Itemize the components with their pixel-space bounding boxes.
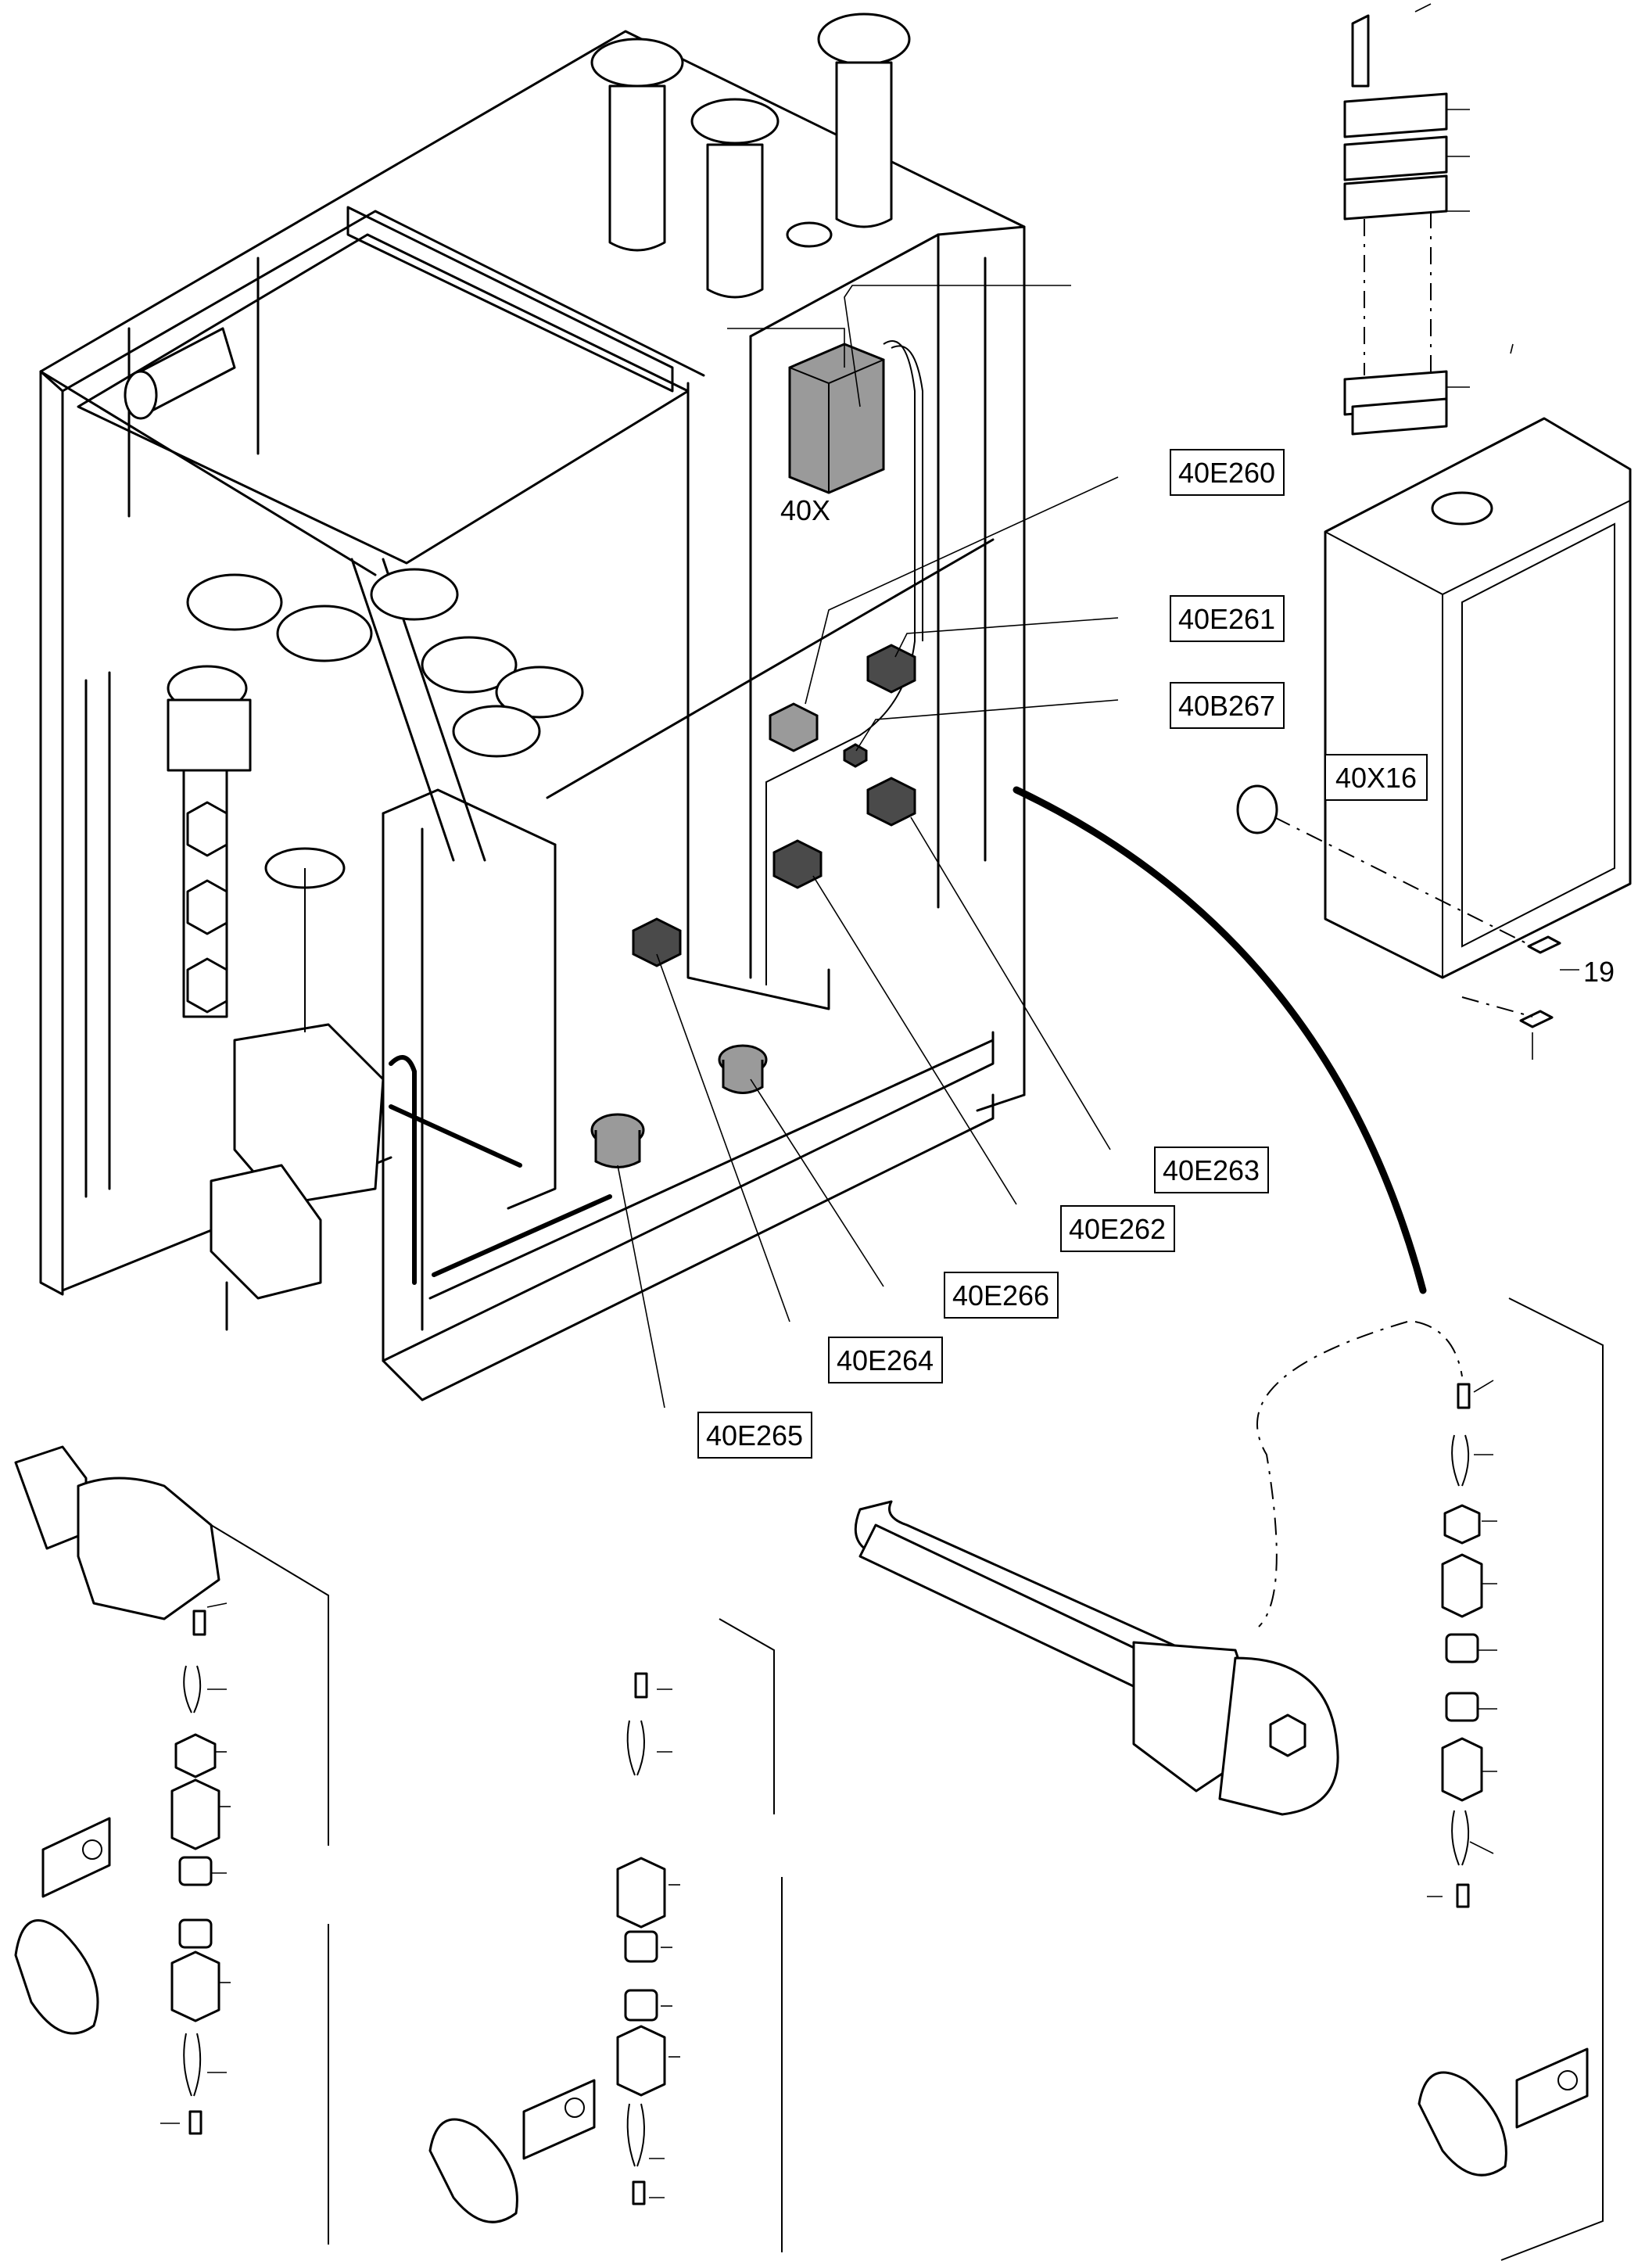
svg-text:40E260: 40E260: [1178, 457, 1275, 489]
svg-text:40E262: 40E262: [1069, 1213, 1166, 1245]
label-40E264: 40E264: [828, 1337, 943, 1383]
junction-box-40X16: [1236, 417, 1632, 1060]
plug-40E265: [590, 1113, 645, 1168]
top-pipe-3: [817, 13, 911, 228]
left-fitting-stack: [14, 1445, 329, 2245]
svg-text:40E264: 40E264: [837, 1344, 934, 1376]
svg-text:19: 19: [1583, 956, 1615, 988]
top-pipe-1: [590, 38, 684, 252]
diaphragm-valves: [186, 568, 584, 758]
terminal-strip: [1343, 3, 1470, 436]
svg-text:40X: 40X: [780, 494, 830, 526]
label-40B267: 40B267: [1170, 682, 1285, 729]
cable-dashed: [1256, 1321, 1408, 1627]
top-pipe-2: [690, 98, 780, 299]
label-40E266: 40E266: [944, 1272, 1059, 1319]
right-fitting-stack: [1418, 1297, 1604, 2261]
stray-mark: [1510, 343, 1514, 354]
leader-lines: [617, 285, 1119, 1409]
valve-column: [167, 665, 385, 1331]
main-cable: [1013, 786, 1427, 1294]
label-19: 19: [1583, 956, 1615, 988]
nut-40E263: [866, 777, 916, 827]
svg-text:40E261: 40E261: [1178, 603, 1275, 635]
40X-terminal-block: [788, 343, 885, 494]
label-40E260: 40E260: [1170, 449, 1285, 496]
cabinet-assembly: [39, 13, 1026, 1401]
svg-text:40E265: 40E265: [706, 1419, 803, 1452]
label-40X: 40X: [780, 494, 830, 526]
plug-40E266: [718, 1044, 768, 1094]
nut-40E264: [632, 917, 682, 967]
svg-text:40B267: 40B267: [1178, 690, 1275, 722]
svg-text:40E266: 40E266: [952, 1279, 1049, 1312]
label-40E265: 40E265: [697, 1412, 812, 1459]
nut-extra: [769, 702, 819, 752]
svg-text:40E263: 40E263: [1163, 1154, 1260, 1186]
label-40E262: 40E262: [1060, 1205, 1175, 1252]
nut-40E262: [772, 839, 823, 889]
middle-fitting-stack: [428, 1618, 783, 2252]
label-40E261: 40E261: [1170, 595, 1285, 642]
svg-text:40X16: 40X16: [1335, 762, 1417, 794]
label-40E263: 40E263: [1154, 1147, 1269, 1193]
left-motor: [124, 327, 236, 420]
nut-40E261: [866, 644, 916, 694]
label-40X16: 40X16: [1324, 754, 1428, 801]
heating-element: [854, 1500, 1339, 1816]
